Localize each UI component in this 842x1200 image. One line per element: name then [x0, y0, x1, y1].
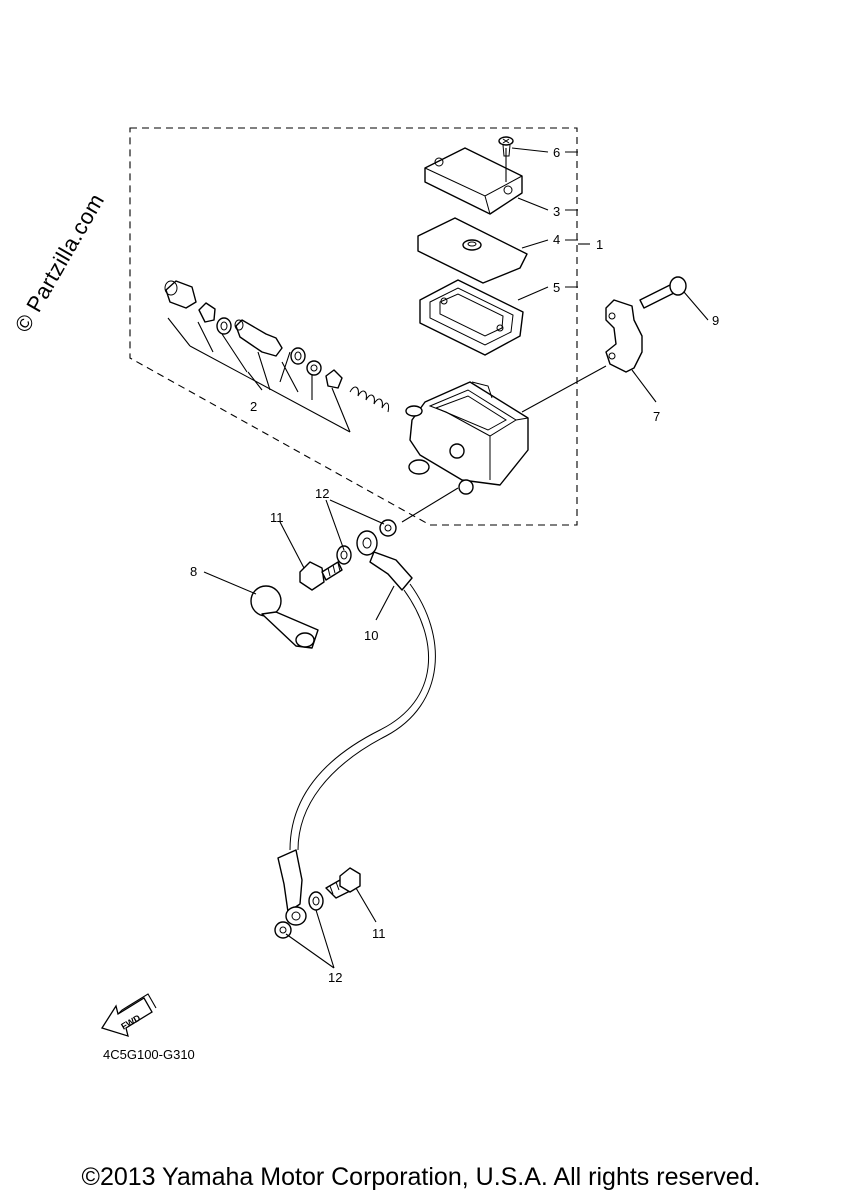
- callout-12-upper: 12: [315, 486, 329, 501]
- primary-cup-seal[interactable]: [290, 347, 306, 365]
- handlebar-holder[interactable]: [605, 299, 643, 373]
- union-bolt-upper[interactable]: [299, 561, 343, 591]
- brake-hose-fitting-upper[interactable]: [356, 530, 413, 591]
- piston[interactable]: [234, 319, 283, 357]
- callout-3: 3: [553, 204, 560, 219]
- callout-10: 10: [364, 628, 378, 643]
- copyright-notice: ©2013 Yamaha Motor Corporation, U.S.A. A…: [81, 1163, 761, 1191]
- callout-6: 6: [553, 145, 560, 160]
- callout-12-lower: 12: [328, 970, 342, 985]
- callout-4: 4: [553, 232, 560, 247]
- leader-lines: [167, 147, 709, 969]
- cap-screw[interactable]: [498, 136, 514, 157]
- callout-8: 8: [190, 564, 197, 579]
- copper-washer-upper-1[interactable]: [336, 545, 352, 565]
- piston-cup[interactable]: [306, 360, 322, 376]
- union-bolt-lower[interactable]: [325, 867, 361, 899]
- piston-boot[interactable]: [164, 280, 197, 309]
- piston-washer[interactable]: [216, 317, 232, 335]
- spring-seat[interactable]: [325, 369, 343, 389]
- diaphragm[interactable]: [419, 279, 524, 356]
- reservoir-cap[interactable]: [424, 147, 523, 215]
- brake-hose[interactable]: [289, 583, 436, 851]
- callout-7: 7: [653, 409, 660, 424]
- callout-1: 1: [596, 237, 603, 252]
- callout-2: 2: [250, 399, 257, 414]
- rubber-cover[interactable]: [250, 585, 319, 649]
- circlip[interactable]: [198, 302, 216, 323]
- callout-11-lower: 11: [372, 926, 386, 941]
- callout-5: 5: [553, 280, 560, 295]
- diaphragm-plate[interactable]: [417, 217, 528, 284]
- callout-9: 9: [712, 313, 719, 328]
- brake-hose-fitting-lower[interactable]: [277, 849, 307, 926]
- diagram-code: 4C5G100-G310: [103, 1047, 195, 1062]
- copper-washer-upper-2[interactable]: [379, 519, 397, 537]
- holder-bolt[interactable]: [639, 276, 687, 309]
- callout-11-upper: 11: [270, 510, 284, 525]
- fwd-arrow-icon: FWD: [100, 993, 157, 1037]
- assembly-boundary: [129, 127, 578, 526]
- copper-washer-lower-1[interactable]: [274, 921, 292, 939]
- return-spring[interactable]: [349, 386, 389, 413]
- master-cylinder-body[interactable]: [405, 381, 529, 495]
- copper-washer-lower-2[interactable]: [308, 891, 324, 911]
